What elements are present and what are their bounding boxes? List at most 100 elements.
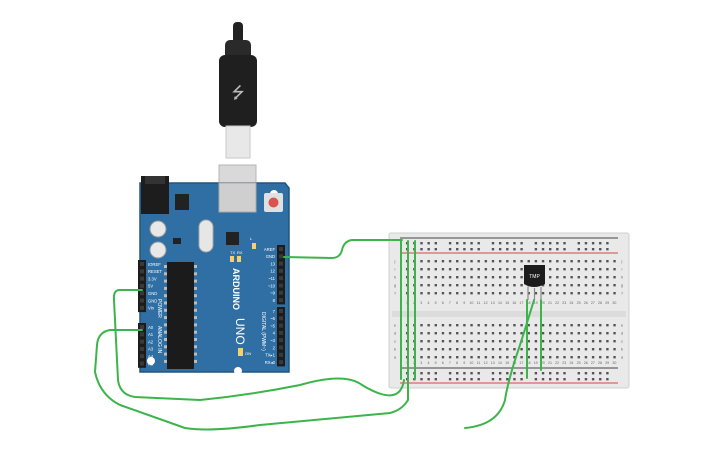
breadboard-hole[interactable] [527,348,530,351]
digital-pin-pin[interactable] [279,360,283,365]
breadboard-hole[interactable] [441,260,445,263]
breadboard-hole[interactable] [570,324,573,327]
rail-hole[interactable] [463,378,466,381]
breadboard-hole[interactable] [448,276,452,279]
rail-hole[interactable] [541,242,545,245]
rail-hole[interactable] [549,378,552,381]
breadboard-hole[interactable] [477,268,480,271]
breadboard-hole[interactable] [591,292,595,295]
breadboard-hole[interactable] [513,332,516,335]
digital-pin-pin[interactable] [279,290,283,295]
breadboard-hole[interactable] [556,332,559,335]
breadboard-hole[interactable] [513,356,516,359]
breadboard-hole[interactable] [420,292,423,295]
rail-hole[interactable] [456,248,459,251]
rail-hole[interactable] [506,372,509,375]
breadboard-hole[interactable] [491,284,495,287]
breadboard-hole[interactable] [584,276,588,279]
breadboard-hole[interactable] [477,356,480,359]
breadboard-hole[interactable] [520,332,523,335]
breadboard-hole[interactable] [527,260,530,263]
breadboard-hole[interactable] [599,268,602,271]
rail-hole[interactable] [491,378,495,381]
breadboard-hole[interactable] [549,284,552,287]
breadboard-hole[interactable] [513,292,516,295]
breadboard-hole[interactable] [441,324,445,327]
breadboard-hole[interactable] [470,284,473,287]
breadboard-hole[interactable] [427,348,430,351]
breadboard-hole[interactable] [456,348,459,351]
breadboard-hole[interactable] [591,340,595,343]
rail-hole[interactable] [477,378,480,381]
breadboard-hole[interactable] [570,268,573,271]
breadboard-hole[interactable] [484,340,488,343]
breadboard-hole[interactable] [570,332,573,335]
rail-hole[interactable] [470,378,473,381]
breadboard-hole[interactable] [506,324,509,327]
rail-hole[interactable] [591,372,595,375]
breadboard-hole[interactable] [477,284,480,287]
rail-hole[interactable] [520,248,523,251]
rail-hole[interactable] [606,372,609,375]
breadboard-hole[interactable] [470,276,473,279]
breadboard-hole[interactable] [434,348,437,351]
breadboard-hole[interactable] [563,284,566,287]
rail-hole[interactable] [556,372,559,375]
breadboard-hole[interactable] [434,268,437,271]
breadboard-hole[interactable] [491,348,495,351]
breadboard-hole[interactable] [506,332,509,335]
breadboard-hole[interactable] [613,276,616,279]
rail-hole[interactable] [456,372,459,375]
breadboard-hole[interactable] [456,268,459,271]
rail-hole[interactable] [463,248,466,251]
breadboard-hole[interactable] [534,356,538,359]
breadboard-hole[interactable] [448,332,452,335]
breadboard-hole[interactable] [549,340,552,343]
breadboard-hole[interactable] [420,348,423,351]
breadboard[interactable]: 1122334455667788991010111112121313141415… [388,232,630,389]
breadboard-hole[interactable] [498,324,502,327]
breadboard-hole[interactable] [520,292,523,295]
rail-hole[interactable] [498,372,502,375]
breadboard-hole[interactable] [606,268,609,271]
digital-pin-pin[interactable] [279,276,283,281]
breadboard-hole[interactable] [549,356,552,359]
breadboard-hole[interactable] [613,340,616,343]
breadboard-hole[interactable] [577,356,580,359]
breadboard-hole[interactable] [606,348,609,351]
breadboard-hole[interactable] [448,268,452,271]
breadboard-hole[interactable] [463,340,466,343]
rail-hole[interactable] [434,242,437,245]
rail-hole[interactable] [534,242,538,245]
breadboard-hole[interactable] [491,340,495,343]
rail-hole[interactable] [584,372,588,375]
breadboard-hole[interactable] [591,324,595,327]
breadboard-hole[interactable] [549,276,552,279]
rail-hole[interactable] [606,248,609,251]
breadboard-hole[interactable] [606,292,609,295]
rail-hole[interactable] [584,242,588,245]
breadboard-hole[interactable] [484,324,488,327]
rail-hole[interactable] [541,372,545,375]
breadboard-hole[interactable] [427,324,430,327]
rail-hole[interactable] [498,242,502,245]
breadboard-hole[interactable] [491,260,495,263]
breadboard-hole[interactable] [470,332,473,335]
breadboard-hole[interactable] [613,324,616,327]
breadboard-hole[interactable] [506,260,509,263]
rail-hole[interactable] [541,248,545,251]
breadboard-hole[interactable] [513,340,516,343]
rail-hole[interactable] [477,248,480,251]
analog-pin-pin[interactable] [140,339,144,344]
breadboard-hole[interactable] [498,260,502,263]
rail-hole[interactable] [427,242,430,245]
breadboard-hole[interactable] [456,332,459,335]
breadboard-hole[interactable] [556,324,559,327]
breadboard-hole[interactable] [427,260,430,263]
breadboard-hole[interactable] [448,324,452,327]
rail-hole[interactable] [506,242,509,245]
digital-pin-pin[interactable] [279,316,283,321]
breadboard-hole[interactable] [563,324,566,327]
breadboard-hole[interactable] [606,356,609,359]
